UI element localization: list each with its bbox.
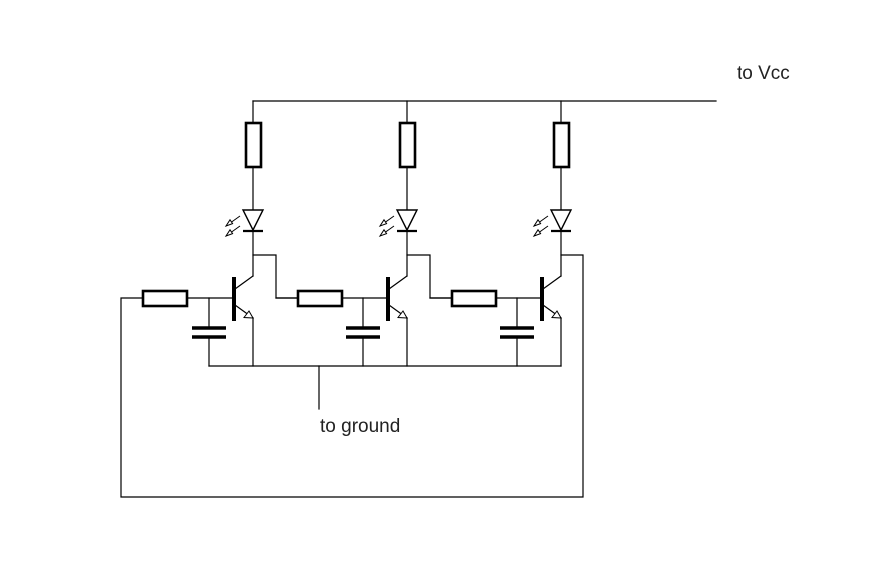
- stage-1-transistor: [232, 275, 254, 367]
- stage-2-led: [379, 209, 419, 237]
- stage-3: [429, 100, 573, 367]
- feedback-wire: [120, 254, 584, 498]
- stage-1-base-resistor: [141, 289, 189, 308]
- stage-2-capacitor: [346, 297, 380, 367]
- stage-3-base-resistor: [450, 289, 498, 308]
- ground-label: to ground: [320, 416, 400, 437]
- stage-1-capacitor: [192, 297, 226, 367]
- stage-2-transistor: [386, 275, 408, 367]
- stage-3-load-resistor: [552, 121, 571, 169]
- vcc-label: to Vcc: [737, 63, 790, 84]
- stage-2-base-resistor: [296, 289, 344, 308]
- stage-1-coupling-wire: [252, 254, 299, 299]
- stage-3-transistor: [540, 275, 562, 367]
- stage-1-led: [225, 209, 265, 237]
- stage-1: [141, 100, 299, 367]
- stage-2-load-resistor: [398, 121, 417, 169]
- stage-2: [275, 100, 453, 367]
- stage-3-led: [533, 209, 573, 237]
- stage-2-coupling-wire: [406, 254, 453, 299]
- stage-1-load-resistor: [244, 121, 263, 169]
- stage-3-capacitor: [500, 297, 534, 367]
